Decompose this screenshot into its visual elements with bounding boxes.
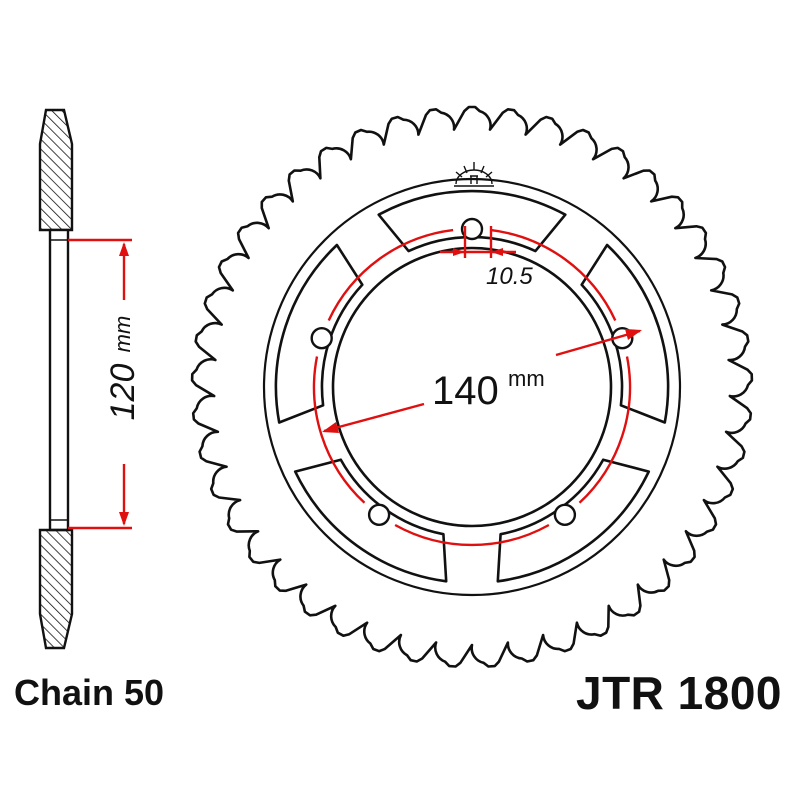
pcd-arrowhead-right bbox=[625, 329, 642, 340]
side-profile-top-tooth bbox=[38, 108, 74, 232]
pcd-reference-arc bbox=[312, 228, 632, 547]
part-number-label: JTR 1800 bbox=[575, 667, 782, 719]
side-dimension-value: 120 bbox=[104, 364, 142, 421]
side-profile-view bbox=[38, 108, 74, 650]
pcd-arrowhead-left bbox=[322, 422, 339, 433]
side-profile-bottom-tooth bbox=[38, 528, 74, 650]
tooth-root-circle bbox=[262, 177, 682, 597]
sprocket-teeth-outline bbox=[190, 105, 754, 668]
bolt-hole bbox=[367, 503, 391, 526]
arrowhead-top bbox=[119, 242, 129, 256]
hole-dimension-value: 10.5 bbox=[486, 263, 533, 290]
bolt-hole bbox=[553, 503, 577, 526]
bolt-hole bbox=[310, 327, 333, 350]
manufacturer-logo bbox=[454, 162, 494, 187]
hole-dimension: 10.5 bbox=[440, 226, 533, 290]
lightening-window bbox=[377, 189, 567, 253]
center-bore bbox=[331, 246, 613, 528]
bore-dimension-120: 120 mm bbox=[68, 238, 142, 530]
hole-arrowhead-left bbox=[453, 248, 465, 256]
pcd-dimension-unit: mm bbox=[508, 366, 545, 391]
lightening-window bbox=[274, 243, 364, 424]
lightening-window bbox=[580, 243, 670, 424]
pcd-dimension-value: 140 bbox=[432, 369, 499, 413]
lightening-windows bbox=[274, 189, 670, 583]
lightening-window bbox=[496, 458, 651, 583]
sprocket-front-view bbox=[190, 105, 754, 668]
lightening-window bbox=[293, 458, 448, 583]
pcd-dimension-140: 140 mm bbox=[312, 228, 642, 547]
side-dimension-unit: mm bbox=[110, 316, 135, 353]
chain-size-label: Chain 50 bbox=[14, 672, 165, 713]
bolt-hole bbox=[460, 217, 484, 241]
hole-arrowhead-right bbox=[491, 248, 503, 256]
side-profile-hub bbox=[48, 228, 70, 532]
arrowhead-bottom bbox=[119, 512, 129, 526]
